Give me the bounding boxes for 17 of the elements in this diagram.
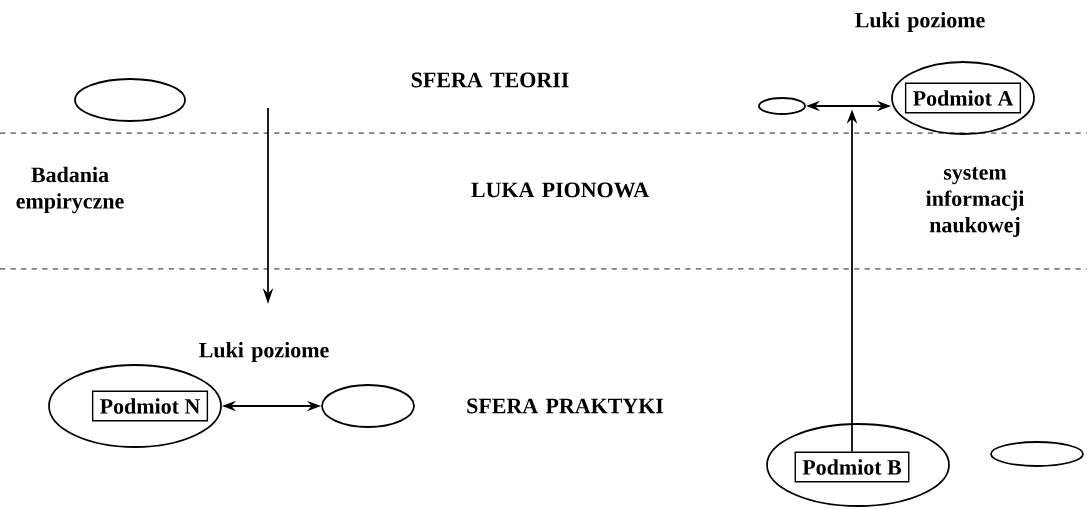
text-box: Podmiot N (91, 390, 209, 422)
label: Luki poziome (199, 342, 329, 362)
label: Badania empiryczne (16, 166, 124, 214)
ellipse (321, 384, 415, 428)
label: Luki poziome (855, 12, 985, 32)
label: LUKA PIONOWA (471, 182, 649, 198)
ellipse (74, 78, 186, 122)
text-box: Podmiot B (794, 451, 910, 483)
label: SFERA PRAKTYKI (467, 398, 664, 414)
text-box: Podmiot A (904, 82, 1022, 114)
label: SFERA TEORII (411, 72, 569, 88)
label: system informacji naukowej (926, 167, 1025, 237)
ellipse (766, 423, 950, 507)
ellipse (48, 364, 222, 448)
ellipse (891, 61, 1035, 135)
ellipse (758, 97, 806, 115)
ellipse (990, 441, 1084, 467)
